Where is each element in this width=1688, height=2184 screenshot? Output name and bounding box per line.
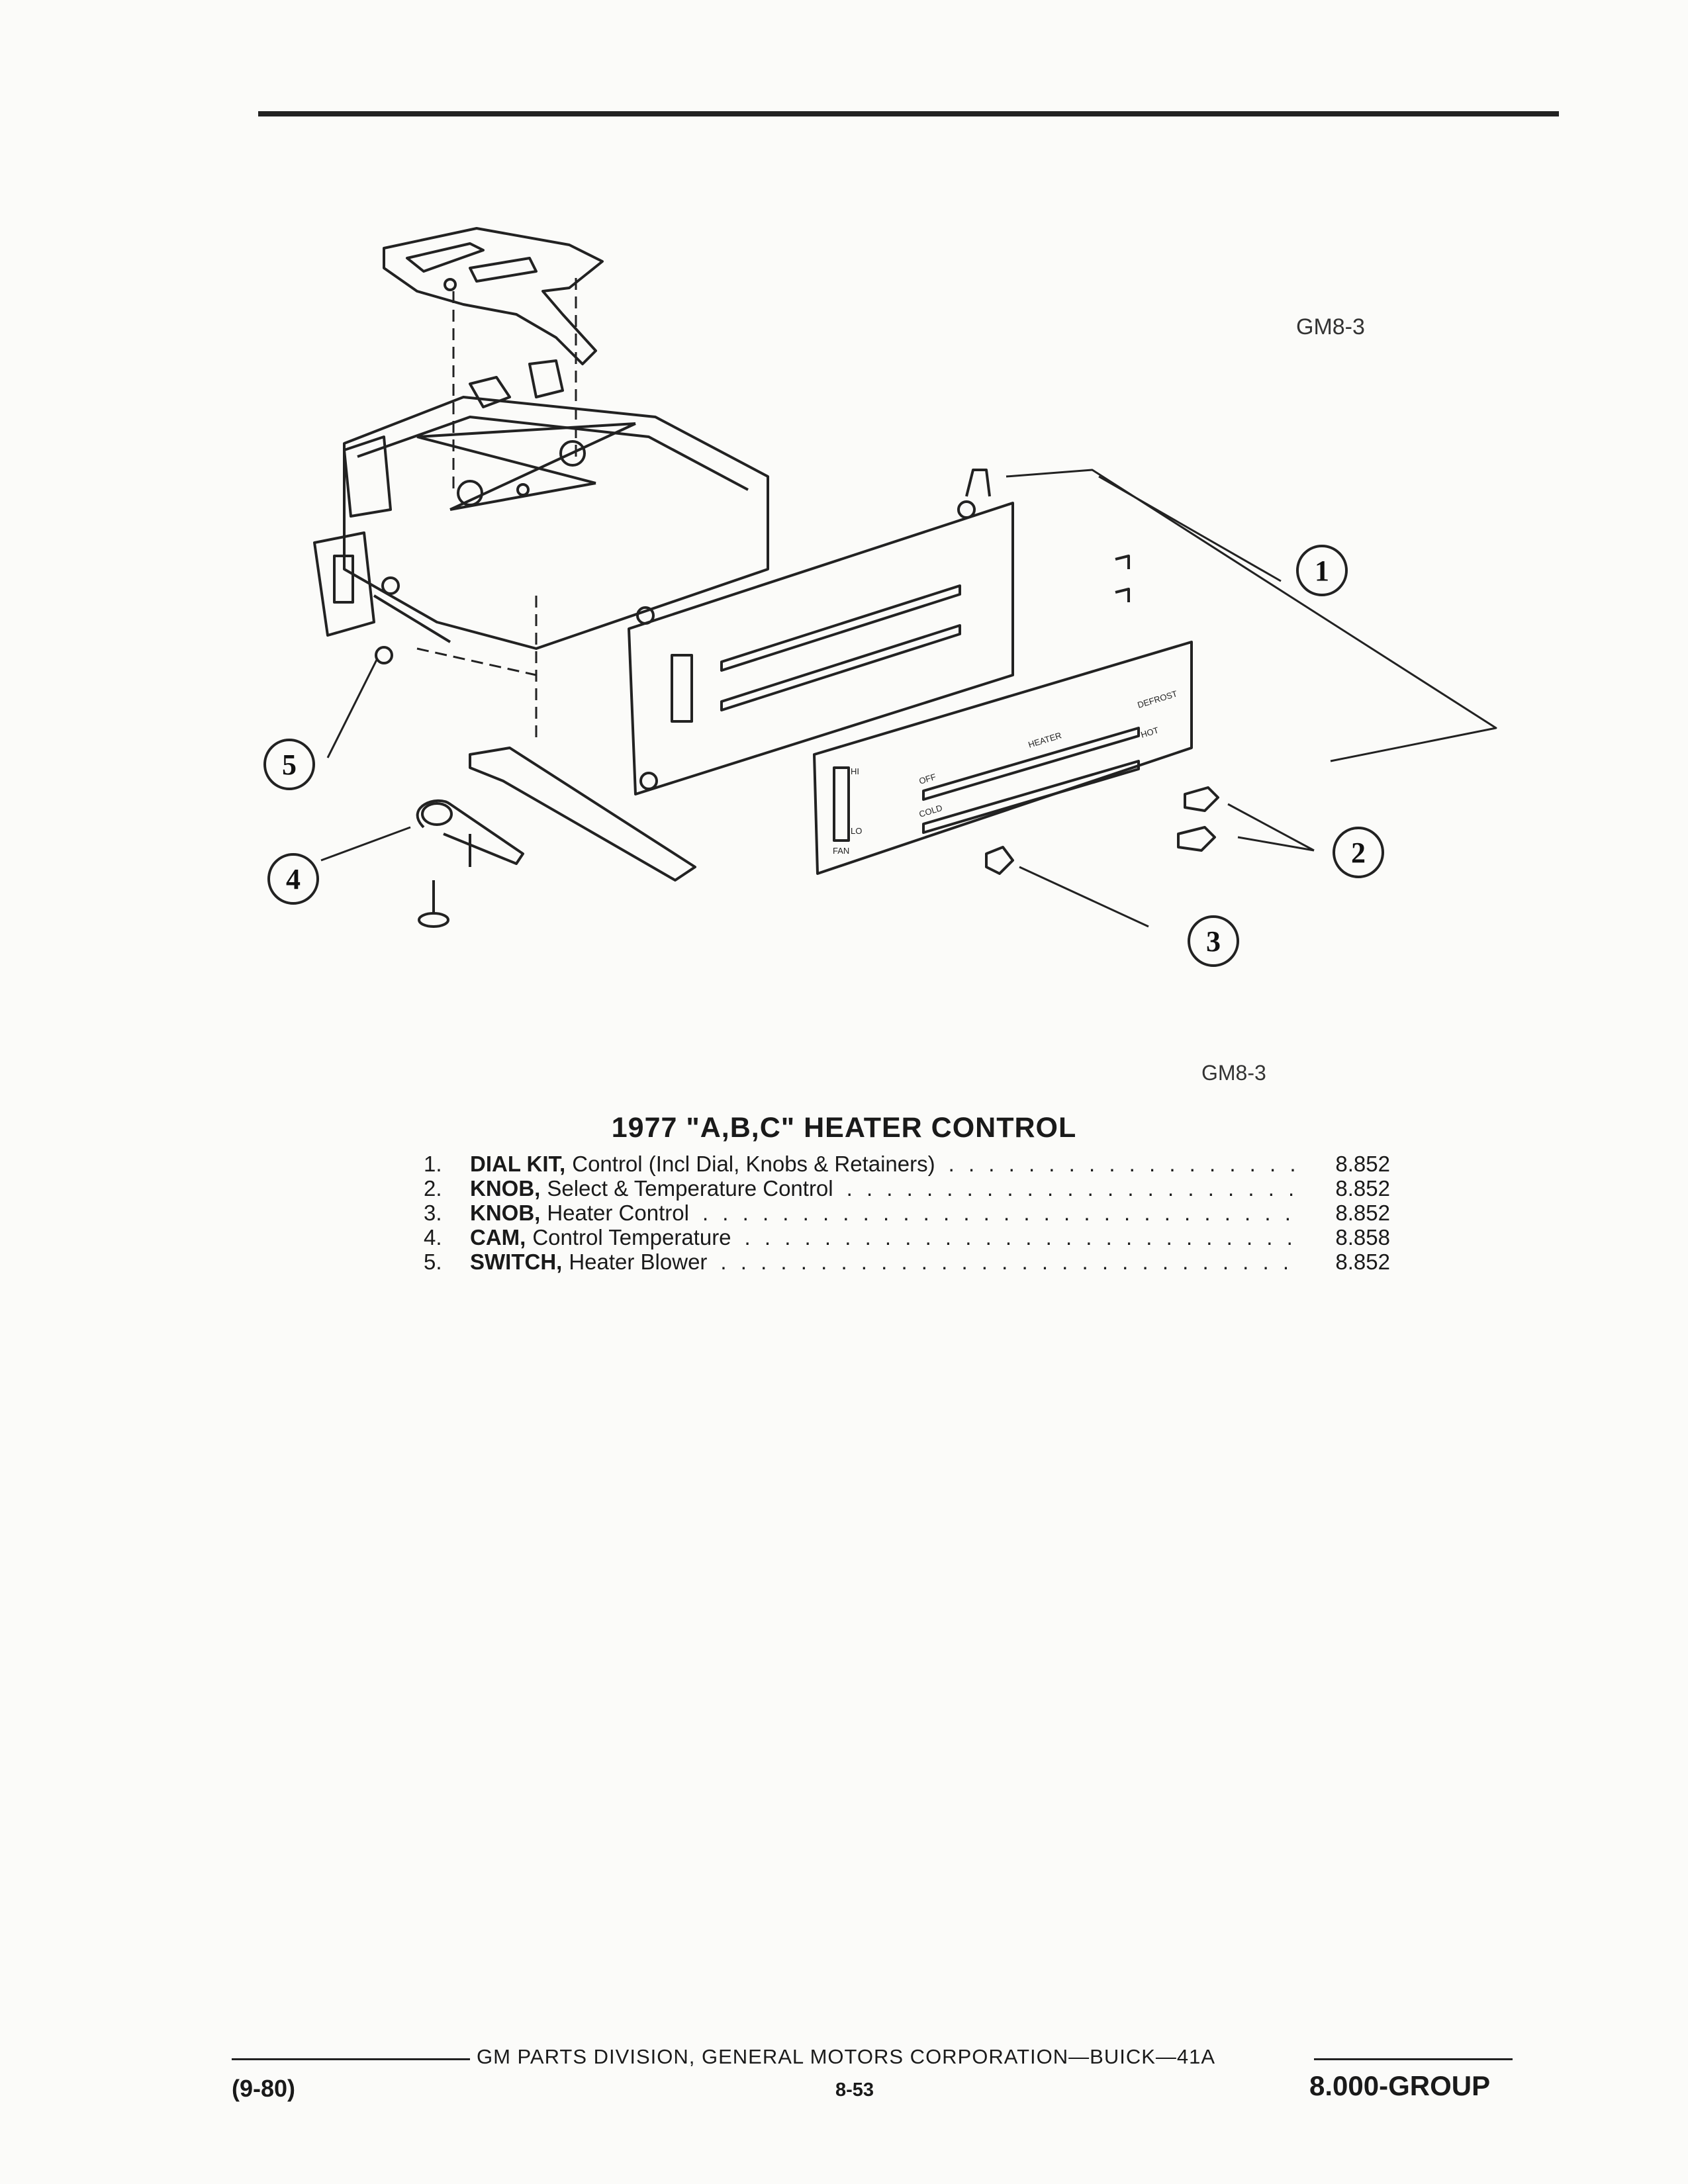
figure-code-top: GM8-3 <box>1296 314 1365 340</box>
callout-2: 2 <box>1351 837 1366 869</box>
footer-page-number: 8-53 <box>835 2079 874 2101</box>
face-plate <box>628 469 1014 796</box>
part-group-number: 8.852 <box>1335 1152 1390 1176</box>
part-number: 3. <box>424 1201 442 1225</box>
parts-list-row: 2. KNOB, Select & Temperature Control 8.… <box>424 1176 1390 1201</box>
page-title: 1977 "A,B,C" HEATER CONTROL <box>611 1112 1077 1144</box>
footer-group: 8.000-GROUP <box>1309 2070 1491 2101</box>
control-housing <box>343 359 769 650</box>
panel-label-off: OFF <box>917 772 937 786</box>
parts-list-row: 4. CAM, Control Temperature 8.858 <box>424 1225 1390 1250</box>
part-description: Control (Incl Dial, Knobs & Retainers) <box>572 1152 935 1176</box>
dot-leader <box>745 1225 1297 1250</box>
panel-label-cold: COLD <box>917 803 943 819</box>
control-knobs <box>985 555 1219 875</box>
heater-control-exploded-diagram: 1 2 3 4 5 OFF HEATER DEFROST COLD HOT HI… <box>263 227 1497 967</box>
parts-list-row: 3. KNOB, Heater Control 8.852 <box>424 1201 1390 1225</box>
panel-label-fan: FAN <box>833 846 849 856</box>
part-number: 1. <box>424 1152 442 1176</box>
panel-label-hi: HI <box>851 766 859 776</box>
temperature-cam <box>416 747 696 928</box>
part-group-number: 8.852 <box>1335 1176 1390 1201</box>
part-group-number: 8.852 <box>1335 1201 1390 1225</box>
footer-rule-right <box>1314 2058 1513 2060</box>
dial <box>813 641 1193 875</box>
part-description: Control Temperature <box>532 1225 731 1250</box>
blower-switch <box>313 531 451 664</box>
panel-label-defrost: DEFROST <box>1136 688 1178 710</box>
part-name: KNOB, <box>470 1176 541 1201</box>
callout-3: 3 <box>1206 925 1221 958</box>
panel-label-heater: HEATER <box>1027 730 1062 749</box>
part-name: KNOB, <box>470 1201 541 1225</box>
part-number: 5. <box>424 1250 442 1274</box>
callout-1: 1 <box>1315 555 1329 587</box>
panel-label-lo: LO <box>851 826 862 836</box>
callout-leaders <box>320 469 1497 928</box>
part-group-number: 8.858 <box>1335 1225 1390 1250</box>
parts-list: 1. DIAL KIT, Control (Incl Dial, Knobs &… <box>424 1152 1390 1274</box>
part-description: Select & Temperature Control <box>547 1176 833 1201</box>
callout-4: 4 <box>286 863 301 895</box>
part-number: 2. <box>424 1176 442 1201</box>
panel-label-hot: HOT <box>1139 725 1160 739</box>
parts-list-row: 1. DIAL KIT, Control (Incl Dial, Knobs &… <box>424 1152 1390 1176</box>
part-number: 4. <box>424 1225 442 1250</box>
lever-plate <box>383 227 604 365</box>
footer-rule-left <box>232 2058 470 2060</box>
footer-date: (9-80) <box>232 2075 296 2102</box>
part-description: Heater Blower <box>569 1250 708 1274</box>
part-description: Heater Control <box>547 1201 689 1225</box>
dot-leader <box>949 1152 1297 1177</box>
top-rule <box>258 111 1559 116</box>
part-name: CAM, <box>470 1225 526 1250</box>
part-name: SWITCH, <box>470 1250 563 1274</box>
dot-leader <box>847 1176 1297 1201</box>
part-name: DIAL KIT, <box>470 1152 566 1176</box>
parts-list-row: 5. SWITCH, Heater Blower 8.852 <box>424 1250 1390 1274</box>
callout-5: 5 <box>282 749 297 781</box>
figure-code-bottom: GM8-3 <box>1201 1061 1266 1085</box>
part-group-number: 8.852 <box>1335 1250 1390 1274</box>
footer-publisher: GM PARTS DIVISION, GENERAL MOTORS CORPOR… <box>477 2045 1216 2068</box>
dot-leader <box>720 1250 1297 1275</box>
dot-leader <box>702 1201 1297 1226</box>
